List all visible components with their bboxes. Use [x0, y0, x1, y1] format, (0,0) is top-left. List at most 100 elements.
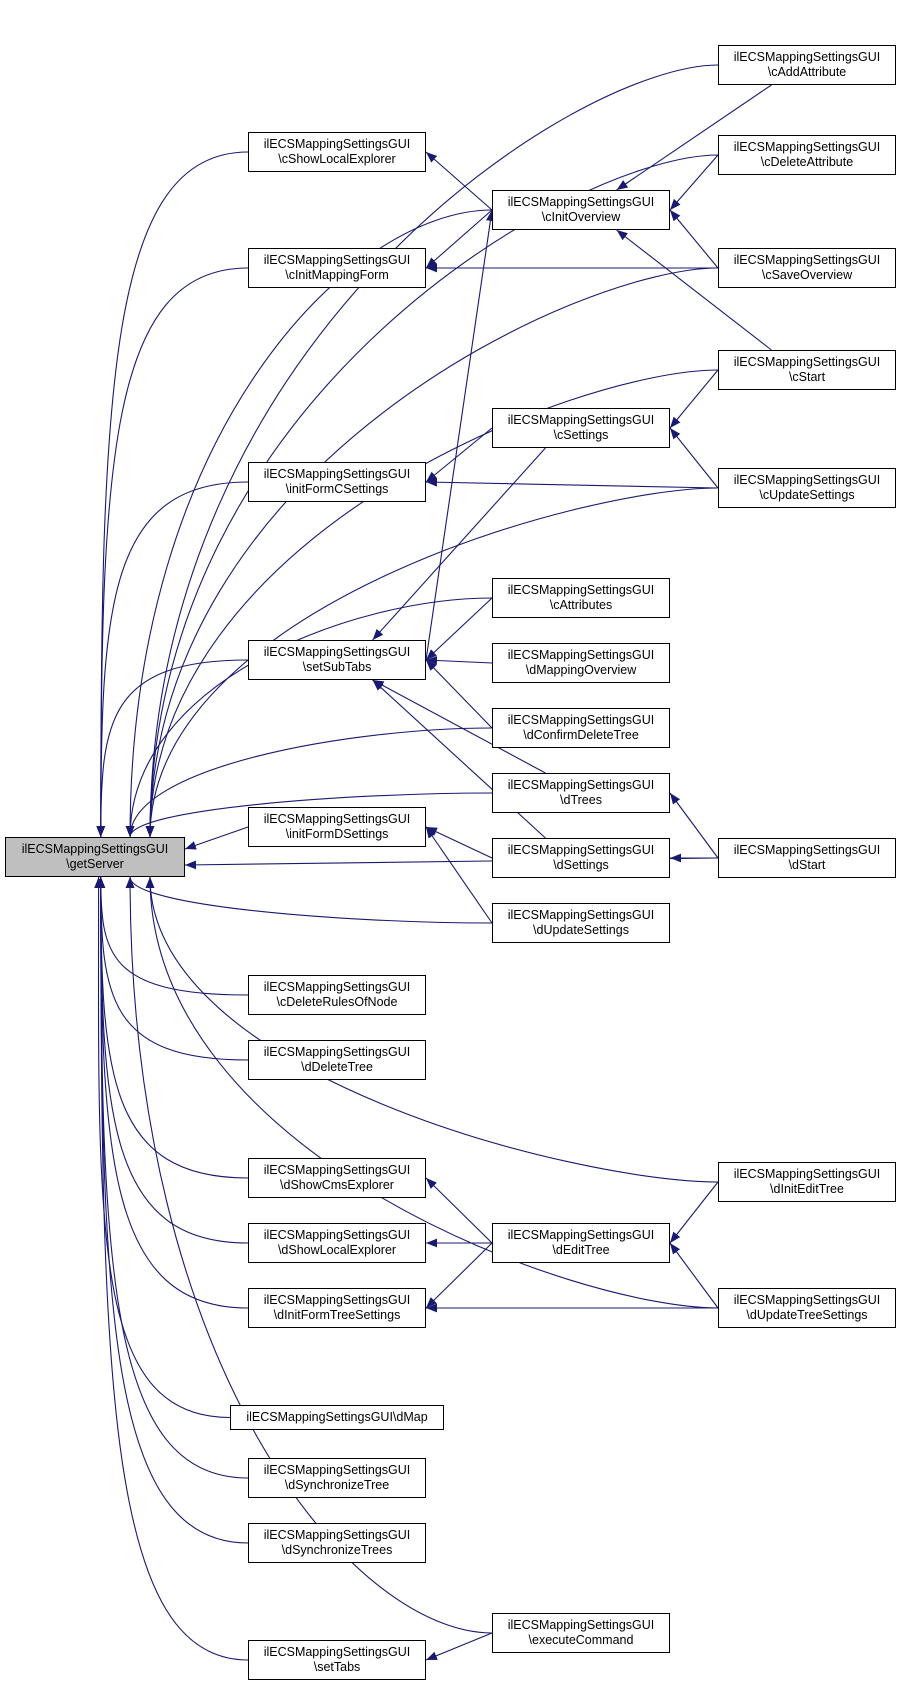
node-label-line: ilECSMappingSettingsGUI: [507, 413, 655, 427]
node-dTrees[interactable]: ilECSMappingSettingsGUI\dTrees: [492, 773, 670, 813]
node-label-line: ilECSMappingSettingsGUI: [733, 140, 881, 154]
edge-cUpdateSettings-to-getServer: [145, 487, 719, 838]
node-label-line: ilECSMappingSettingsGUI: [507, 195, 655, 209]
node-label-line: ilECSMappingSettingsGUI: [733, 1167, 881, 1181]
edge-executeCommand-to-setTabs: [425, 1632, 493, 1661]
node-cInitOverview[interactable]: ilECSMappingSettingsGUI\cInitOverview: [492, 190, 670, 230]
node-label-line: \cUpdateSettings: [759, 488, 855, 502]
node-dStart[interactable]: ilECSMappingSettingsGUI\dStart: [718, 838, 896, 878]
node-dMappingOverview[interactable]: ilECSMappingSettingsGUI\dMappingOverview: [492, 643, 670, 683]
node-label-line: ilECSMappingSettingsGUI: [21, 842, 169, 856]
node-setTabs[interactable]: ilECSMappingSettingsGUI\setTabs: [248, 1640, 426, 1680]
node-label-line: ilECSMappingSettingsGUI: [263, 1645, 411, 1659]
edge-dTrees-to-setSubTabs: [372, 679, 546, 774]
node-dSynchronizeTree[interactable]: ilECSMappingSettingsGUI\dSynchronizeTree: [248, 1458, 426, 1498]
edge-cInitOverview-to-getServer: [125, 209, 493, 838]
node-label-line: ilECSMappingSettingsGUI: [733, 473, 881, 487]
edge-cAddAttribute-to-cInitOverview: [616, 84, 772, 191]
node-label-line: ilECSMappingSettingsGUI: [263, 253, 411, 267]
node-dUpdateTreeSettings[interactable]: ilECSMappingSettingsGUI\dUpdateTreeSetti…: [718, 1288, 896, 1328]
edge-cInitMappingForm-to-getServer: [96, 267, 249, 838]
edge-dSettings-to-initFormDSettings: [425, 826, 493, 859]
node-label-line: ilECSMappingSettingsGUI: [263, 812, 411, 826]
edge-cStart-to-cSettings: [669, 369, 719, 429]
edge-setSubTabs-to-getServer: [96, 659, 249, 838]
node-label-line: \executeCommand: [528, 1633, 634, 1647]
edge-dSynchronizeTrees-to-getServer: [96, 876, 249, 1544]
node-cStart[interactable]: ilECSMappingSettingsGUI\cStart: [718, 350, 896, 390]
node-cUpdateSettings[interactable]: ilECSMappingSettingsGUI\cUpdateSettings: [718, 468, 896, 508]
node-dMap[interactable]: ilECSMappingSettingsGUI\dMap: [230, 1405, 444, 1430]
edge-dStart-to-dTrees: [669, 792, 719, 859]
node-label-line: ilECSMappingSettingsGUI: [507, 1618, 655, 1632]
node-dShowLocalExplorer[interactable]: ilECSMappingSettingsGUI\dShowLocalExplor…: [248, 1223, 426, 1263]
node-label-line: ilECSMappingSettingsGUI: [507, 583, 655, 597]
node-label-line: ilECSMappingSettingsGUI: [733, 253, 881, 267]
node-initFormDSettings[interactable]: ilECSMappingSettingsGUI\initFormDSetting…: [248, 807, 426, 847]
node-dConfirmDeleteTree[interactable]: ilECSMappingSettingsGUI\dConfirmDeleteTr…: [492, 708, 670, 748]
edge-dConfirmDeleteTree-to-getServer: [125, 727, 493, 838]
node-label-line: ilECSMappingSettingsGUI: [263, 1045, 411, 1059]
edge-dShowCmsExplorer-to-getServer: [96, 876, 249, 1179]
edge-cUpdateSettings-to-initFormCSettings: [425, 477, 719, 489]
edge-dConfirmDeleteTree-to-setSubTabs: [425, 659, 493, 729]
node-dDeleteTree[interactable]: ilECSMappingSettingsGUI\dDeleteTree: [248, 1040, 426, 1080]
node-label-line: \dUpdateTreeSettings: [746, 1308, 868, 1322]
node-dInitEditTree[interactable]: ilECSMappingSettingsGUI\dInitEditTree: [718, 1162, 896, 1202]
node-label-line: ilECSMappingSettingsGUI: [733, 355, 881, 369]
node-cSaveOverview[interactable]: ilECSMappingSettingsGUI\cSaveOverview: [718, 248, 896, 288]
edge-executeCommand-to-getServer: [125, 876, 493, 1634]
node-cDeleteRulesOfNode[interactable]: ilECSMappingSettingsGUI\cDeleteRulesOfNo…: [248, 975, 426, 1015]
node-label-line: \dDeleteTree: [301, 1060, 373, 1074]
node-getServer[interactable]: ilECSMappingSettingsGUI\getServer: [5, 837, 185, 877]
node-cAttributes[interactable]: ilECSMappingSettingsGUI\cAttributes: [492, 578, 670, 618]
node-cDeleteAttribute[interactable]: ilECSMappingSettingsGUI\cDeleteAttribute: [718, 135, 896, 175]
node-label-line: ilECSMappingSettingsGUI: [263, 980, 411, 994]
edge-dInitEditTree-to-getServer: [145, 876, 719, 1183]
node-label-line: \dEditTree: [552, 1243, 610, 1257]
node-cShowLocalExplorer[interactable]: ilECSMappingSettingsGUI\cShowLocalExplor…: [248, 132, 426, 172]
node-initFormCSettings[interactable]: ilECSMappingSettingsGUI\initFormCSetting…: [248, 462, 426, 502]
node-label-line: \dUpdateSettings: [533, 923, 629, 937]
node-label-line: \cSaveOverview: [761, 268, 853, 282]
node-cInitMappingForm[interactable]: ilECSMappingSettingsGUI\cInitMappingForm: [248, 248, 426, 288]
node-label-line: \dStart: [788, 858, 826, 872]
node-label-line: \cDeleteRulesOfNode: [276, 995, 398, 1009]
node-dInitFormTreeSettings[interactable]: ilECSMappingSettingsGUI\dInitFormTreeSet…: [248, 1288, 426, 1328]
node-label-line: \setSubTabs: [302, 660, 372, 674]
node-label-line: ilECSMappingSettingsGUI: [263, 1293, 411, 1307]
node-cSettings[interactable]: ilECSMappingSettingsGUI\cSettings: [492, 408, 670, 448]
edge-cStart-to-cInitOverview: [616, 229, 772, 351]
node-label-line: ilECSMappingSettingsGUI\dMap: [246, 1410, 428, 1424]
node-dShowCmsExplorer[interactable]: ilECSMappingSettingsGUI\dShowCmsExplorer: [248, 1158, 426, 1198]
node-cAddAttribute[interactable]: ilECSMappingSettingsGUI\cAddAttribute: [718, 45, 896, 85]
edge-dEditTree-to-dShowCmsExplorer: [425, 1177, 493, 1244]
node-label-line: ilECSMappingSettingsGUI: [263, 467, 411, 481]
node-label-line: ilECSMappingSettingsGUI: [507, 908, 655, 922]
node-label-line: ilECSMappingSettingsGUI: [507, 778, 655, 792]
edge-cAttributes-to-getServer: [125, 597, 493, 838]
node-label-line: \initFormCSettings: [285, 482, 389, 496]
node-dUpdateSettings[interactable]: ilECSMappingSettingsGUI\dUpdateSettings: [492, 903, 670, 943]
edge-cDeleteAttribute-to-getServer: [145, 154, 719, 838]
edge-dUpdateTreeSettings-to-dEditTree: [669, 1242, 719, 1309]
node-label-line: ilECSMappingSettingsGUI: [263, 137, 411, 151]
node-label-line: \dInitFormTreeSettings: [273, 1308, 401, 1322]
edge-initFormDSettings-to-getServer: [184, 826, 249, 850]
node-dEditTree[interactable]: ilECSMappingSettingsGUI\dEditTree: [492, 1223, 670, 1263]
edge-cUpdateSettings-to-cSettings: [669, 427, 719, 489]
node-dSettings[interactable]: ilECSMappingSettingsGUI\dSettings: [492, 838, 670, 878]
node-label-line: ilECSMappingSettingsGUI: [507, 1228, 655, 1242]
edge-initFormCSettings-to-getServer: [96, 481, 249, 838]
node-label-line: \cAttributes: [549, 598, 613, 612]
node-label-line: \dShowLocalExplorer: [277, 1243, 397, 1257]
node-dSynchronizeTrees[interactable]: ilECSMappingSettingsGUI\dSynchronizeTree…: [248, 1523, 426, 1563]
node-label-line: \dConfirmDeleteTree: [523, 728, 639, 742]
edge-setTabs-to-getServer: [96, 876, 249, 1661]
node-label-line: \getServer: [66, 857, 124, 871]
edge-dInitFormTreeSettings-to-getServer: [96, 876, 249, 1309]
node-setSubTabs[interactable]: ilECSMappingSettingsGUI\setSubTabs: [248, 640, 426, 680]
node-label-line: ilECSMappingSettingsGUI: [507, 713, 655, 727]
node-executeCommand[interactable]: ilECSMappingSettingsGUI\executeCommand: [492, 1613, 670, 1653]
